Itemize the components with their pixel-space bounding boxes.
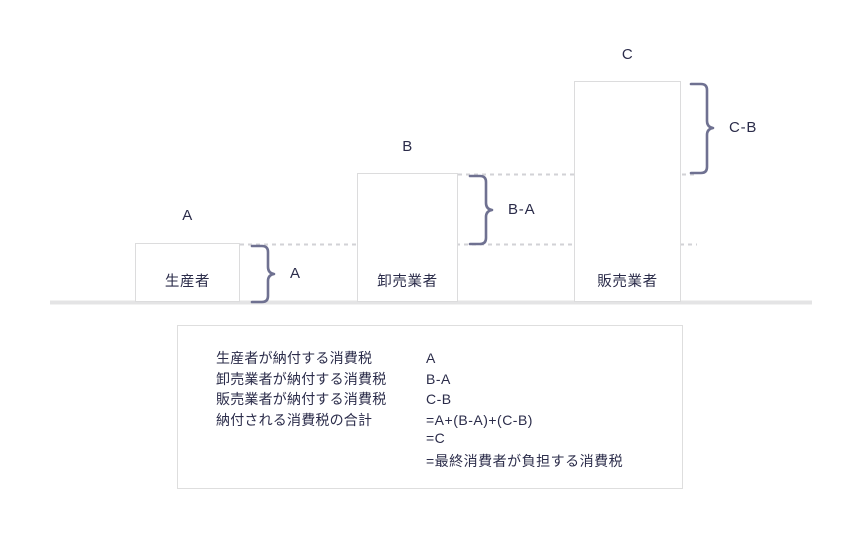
bar-producer-label: 生産者 — [164, 274, 211, 290]
brace-b-minus-a-label: B-A — [508, 201, 536, 218]
legend-row-continuation: =最終消費者が負担する消費税 — [216, 451, 623, 472]
brace-a-label: A — [290, 265, 301, 282]
bar-wholesaler: 卸売業者 — [357, 173, 458, 302]
legend-row: 卸売業者が納付する消費税 B-A — [216, 369, 623, 390]
bar-retailer-label: 販売業者 — [597, 274, 658, 290]
bar-wholesaler-label: 卸売業者 — [377, 274, 438, 290]
brace-a-icon — [250, 244, 276, 304]
legend-row: 販売業者が納付する消費税 C-B — [216, 389, 623, 410]
legend-value-continuation: =C — [426, 430, 446, 446]
brace-b-minus-a-icon — [468, 174, 494, 246]
legend-row: 生産者が納付する消費税 A — [216, 348, 623, 369]
bar-retailer: 販売業者 — [574, 81, 681, 302]
legend-box: 生産者が納付する消費税 A 卸売業者が納付する消費税 B-A 販売業者が納付する… — [177, 325, 683, 489]
legend-term: 卸売業者が納付する消費税 — [216, 370, 387, 387]
legend-rows: 生産者が納付する消費税 A 卸売業者が納付する消費税 B-A 販売業者が納付する… — [216, 348, 623, 471]
legend-value: A — [426, 350, 436, 366]
legend-term: 納付される消費税の合計 — [216, 411, 373, 428]
bar-retailer-top-label: C — [621, 46, 634, 63]
legend-value: =A+(B-A)+(C-B) — [426, 411, 533, 428]
legend-value-continuation: =最終消費者が負担する消費税 — [426, 452, 624, 469]
legend-row-continuation: =C — [216, 430, 623, 451]
legend-value: C-B — [426, 391, 452, 407]
legend-term: 販売業者が納付する消費税 — [216, 391, 387, 407]
bar-producer: 生産者 — [135, 243, 240, 302]
bar-wholesaler-top-label: B — [402, 138, 413, 155]
legend-term: 生産者が納付する消費税 — [216, 350, 373, 366]
brace-c-minus-b-icon — [689, 82, 715, 175]
legend-row: 納付される消費税の合計 =A+(B-A)+(C-B) — [216, 410, 623, 431]
bar-producer-top-label: A — [182, 207, 193, 224]
brace-c-minus-b-label: C-B — [729, 119, 758, 136]
legend-value: B-A — [426, 370, 451, 387]
